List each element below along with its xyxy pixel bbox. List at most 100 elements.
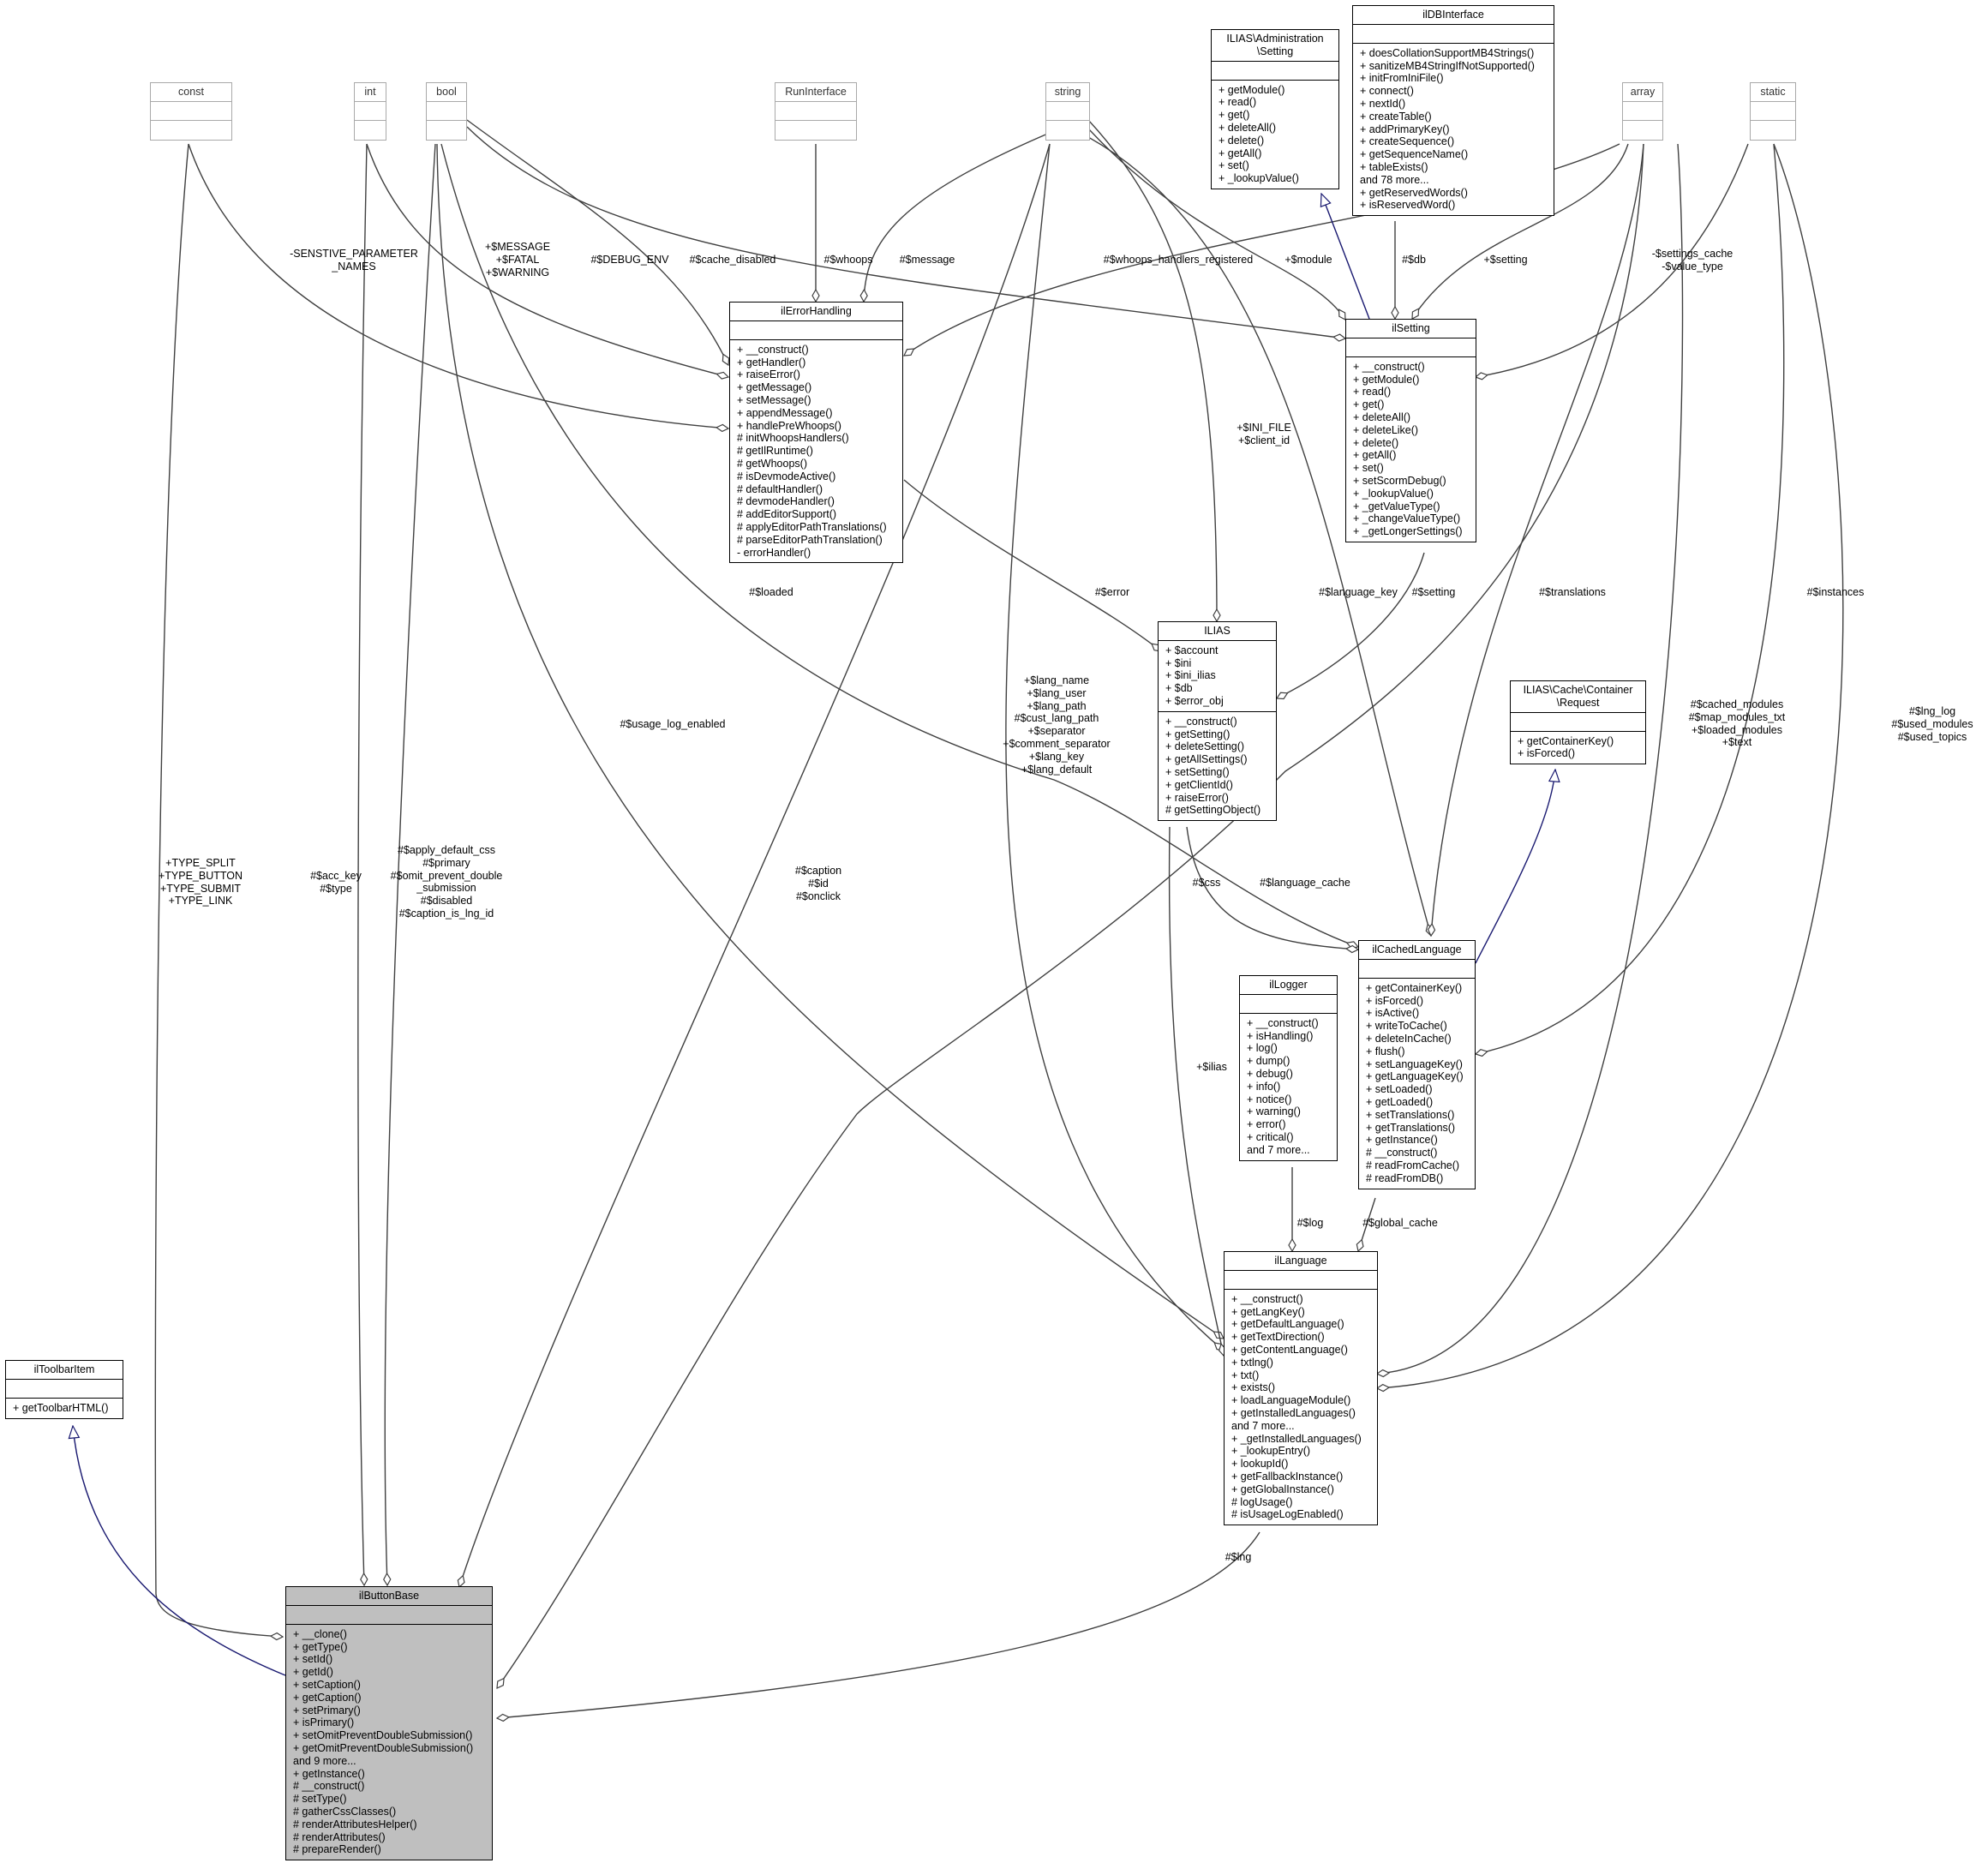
attribute-section [1359, 960, 1475, 979]
edge-ilSetting-ILIAS [1277, 552, 1425, 698]
label-line: +$client_id [1237, 434, 1290, 446]
method-entry: + _getValueType() [1353, 500, 1440, 512]
method-entry: # isUsageLogEnabled() [1231, 1508, 1344, 1521]
method-entry: + txt() [1231, 1369, 1260, 1381]
label-line: #$omit_prevent_double [390, 869, 503, 882]
class-int[interactable]: int [354, 82, 386, 141]
method-entry: # renderAttributes() [293, 1830, 386, 1843]
label-line: #$onclick [795, 890, 841, 902]
class-title: ILIAS\Cache\Container \Request [1511, 681, 1645, 713]
edge-static-ilCachedLanguage [1476, 143, 1785, 1054]
edge-bool-ilSetting [466, 126, 1345, 338]
attribute-section [1046, 102, 1089, 121]
label-message: #$message [893, 254, 961, 267]
method-entry: + getGlobalInstance() [1231, 1483, 1334, 1495]
label-line: #$loaded [749, 586, 793, 598]
label-acc-key: #$acc_key#$type [298, 870, 374, 896]
method-section: + __construct()+ getLangKey()+ getDefaul… [1225, 1290, 1377, 1525]
method-section [151, 121, 231, 140]
method-entry: + getAllSettings() [1165, 753, 1248, 766]
label-const-types: +TYPE_SPLIT+TYPE_BUTTON+TYPE_SUBMIT+TYPE… [147, 857, 254, 908]
method-section [1623, 121, 1662, 140]
label-whoops: #$whoops [814, 254, 883, 267]
method-section: + getContainerKey()+ isForced() [1511, 732, 1645, 764]
label-line: #$cached_modules [1690, 698, 1784, 710]
label-cache-disabled: #$cache_disabled [681, 254, 784, 267]
class-ILIAS[interactable]: ILIAS+ $account+ $ini+ $ini_ilias+ $db+ … [1158, 621, 1277, 822]
label-global-cache: #$global_cache [1357, 1217, 1443, 1230]
label-setting-plus: +$setting [1476, 254, 1536, 267]
label-line: +$loaded_modules [1692, 723, 1782, 736]
label-line: -SENSTIVE_PARAMETER [290, 248, 418, 260]
method-entry: + setTranslations() [1366, 1108, 1455, 1121]
class-title: ilButtonBase [286, 1587, 492, 1606]
class-title: int [355, 83, 386, 102]
method-entry: + setCaption() [293, 1678, 361, 1691]
class-ilLogger[interactable]: ilLogger+ __construct()+ isHandling()+ l… [1239, 975, 1338, 1161]
edge-bool-ilLanguage [436, 143, 1224, 1339]
class-CacheRequest[interactable]: ILIAS\Cache\Container \Request + getConta… [1510, 680, 1646, 765]
class-ilErrorHandling[interactable]: ilErrorHandling+ __construct()+ getHandl… [729, 302, 903, 564]
label-log: #$log [1289, 1217, 1332, 1230]
edge-array-ilLanguage [1377, 143, 1684, 1374]
class-bool[interactable]: bool [426, 82, 467, 141]
label-line: #$db [1402, 254, 1426, 266]
method-entry: + deleteInCache() [1366, 1032, 1452, 1045]
class-ilToolbarItem[interactable]: ilToolbarItem+ getToolbarHTML() [5, 1360, 123, 1419]
class-ilButtonBase[interactable]: ilButtonBase+ __clone()+ getType()+ setI… [285, 1586, 493, 1861]
label-line: +$module [1284, 254, 1332, 266]
method-entry: + __construct() [1353, 360, 1425, 373]
method-entry: # defaultHandler() [737, 482, 823, 495]
method-entry: + getFallbackInstance() [1231, 1470, 1344, 1483]
edge-static-ilLanguage [1377, 143, 1844, 1388]
class-ilLanguage[interactable]: ilLanguage + __construct()+ getLangKey()+… [1224, 1251, 1378, 1526]
method-entry: # logUsage() [1231, 1495, 1293, 1508]
edge-string-ilButtonBase [459, 143, 1051, 1587]
edge-ilErrorHandling-ILIAS [903, 479, 1161, 651]
class-const[interactable]: const [150, 82, 232, 141]
label-translations: #$translations [1530, 586, 1615, 599]
method-entry: # getWhoops() [737, 457, 807, 470]
method-entry: + setLoaded() [1366, 1083, 1433, 1096]
label-usage-log: #$usage_log_enabled [617, 718, 728, 731]
class-static[interactable]: static [1750, 82, 1796, 141]
class-ilCachedLanguage[interactable]: ilCachedLanguage+ getContainerKey()+ isF… [1358, 940, 1476, 1189]
method-entry: + flush() [1366, 1045, 1405, 1057]
edge-array-ilCachedLanguage [1431, 143, 1644, 936]
label-setting-hash: #$setting [1404, 586, 1464, 599]
method-entry: + error() [1247, 1118, 1286, 1131]
class-string[interactable]: string [1045, 82, 1090, 141]
class-title: ilDBInterface [1353, 6, 1554, 25]
method-entry: + debug() [1247, 1067, 1293, 1080]
label-lng-log: #$lng_log#$used_modules#$used_topics [1885, 705, 1979, 743]
method-entry: + getSequenceName() [1360, 148, 1469, 161]
method-section [775, 121, 856, 140]
inherit-ilSetting-AdminSetting [1321, 194, 1370, 320]
class-AdminSetting[interactable]: ILIAS\Administration \Setting+ getModule… [1211, 29, 1339, 189]
attribute-entry: + $account [1165, 644, 1219, 656]
method-entry: + appendMessage() [737, 406, 833, 419]
label-caption: #$caption#$id#$onclick [784, 865, 853, 902]
class-ilSetting[interactable]: ilSetting+ __construct()+ getModule()+ r… [1345, 319, 1476, 542]
method-section: + __construct()+ isHandling()+ log()+ du… [1240, 1014, 1337, 1160]
edge-const-ilButtonBase [154, 143, 283, 1637]
label-sensitive: -SENSTIVE_PARAMETER_NAMES [281, 248, 427, 273]
class-title: ilLanguage [1225, 1252, 1377, 1271]
edge-bool-ilErrorHandling [466, 119, 728, 365]
label-line: #$used_modules [1891, 717, 1973, 730]
method-entry: + deleteAll() [1219, 121, 1277, 134]
method-entry: # readFromDB() [1366, 1171, 1444, 1184]
label-line: +$FATAL [495, 253, 540, 266]
class-ilDBInterface[interactable]: ilDBInterface+ doesCollationSupportMB4St… [1352, 5, 1554, 217]
method-entry: + get() [1219, 109, 1250, 122]
class-RunInterface[interactable]: RunInterface [775, 82, 857, 141]
label-line: #$id [808, 877, 829, 890]
attribute-entry: + $ini_ilias [1165, 669, 1216, 682]
method-entry: # prepareRender() [293, 1843, 381, 1856]
method-entry: + _lookupValue() [1219, 172, 1299, 185]
label-line: #$cache_disabled [689, 254, 776, 266]
attribute-section: + $account+ $ini+ $ini_ilias+ $db+ $erro… [1159, 641, 1276, 712]
class-array[interactable]: array [1622, 82, 1663, 141]
edge-string-ilSetting [1087, 128, 1345, 320]
method-entry: + _getInstalledLanguages() [1231, 1432, 1362, 1445]
